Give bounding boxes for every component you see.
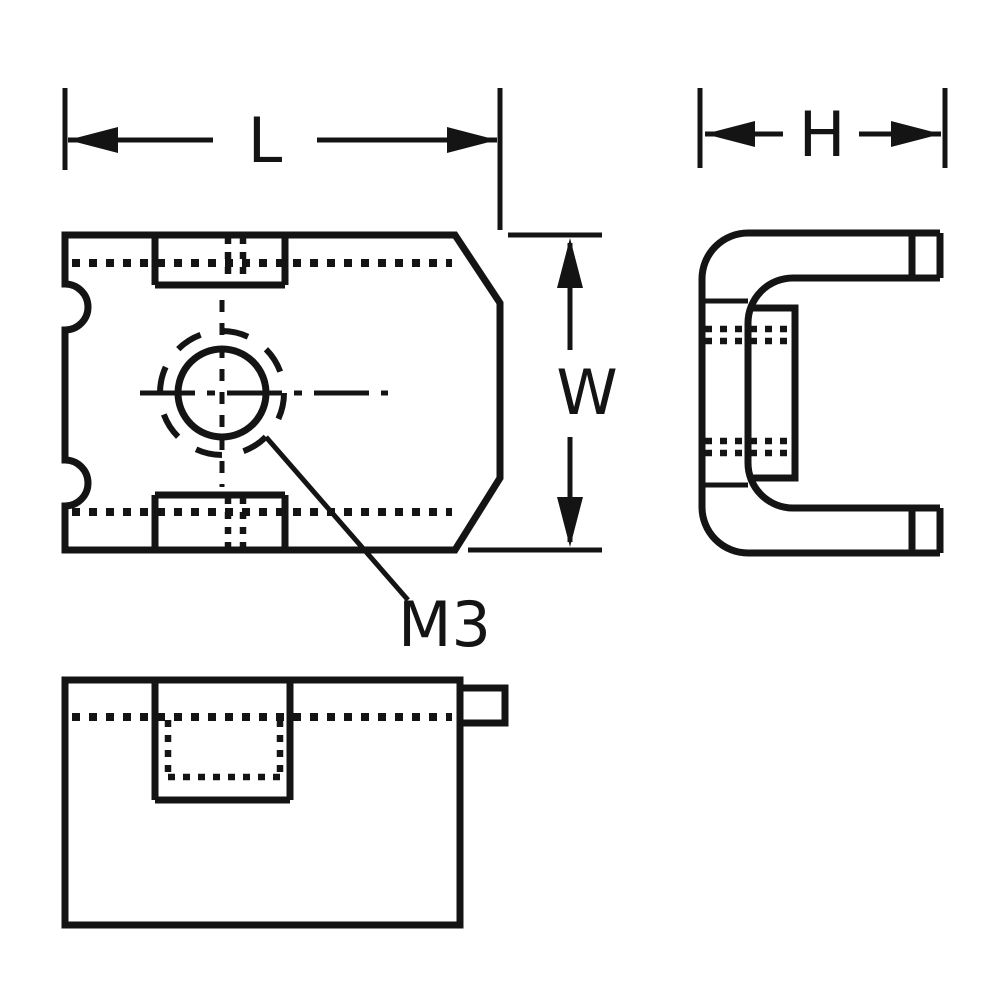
side-outer-contour — [698, 229, 940, 557]
thread-dashed-circle — [157, 328, 287, 458]
dimension-height-label: H — [799, 98, 846, 171]
dimension-width: W — [468, 232, 618, 553]
side-view — [698, 229, 944, 557]
thread-callout: M3 — [264, 435, 491, 661]
length-extension-lines — [62, 88, 503, 230]
top-view-outline — [61, 231, 504, 554]
side-nut-plate — [748, 304, 799, 482]
arrow-right-icon — [447, 127, 497, 153]
dimension-height: H — [697, 88, 948, 171]
arrow-left-icon — [705, 121, 755, 147]
front-center-tab — [151, 680, 294, 804]
arrow-left-icon — [68, 127, 118, 153]
front-center-tab-hidden-edges — [164, 720, 284, 781]
bottom-tab-hidden-edges — [224, 497, 247, 548]
top-view — [61, 231, 504, 554]
bottom-tab — [151, 491, 289, 550]
arrow-down-icon — [557, 497, 583, 547]
side-inner-contour — [744, 274, 940, 512]
height-extension-lines — [697, 88, 948, 168]
arrow-up-icon — [557, 238, 583, 288]
thread-label: M3 — [398, 588, 491, 661]
side-fold-lines — [704, 298, 748, 488]
leader-line — [264, 435, 410, 602]
dimension-length-label: L — [248, 104, 283, 177]
front-right-tab — [460, 684, 509, 727]
front-view — [61, 676, 509, 929]
width-extension-lines — [468, 232, 602, 553]
dimension-length: L — [62, 88, 503, 230]
top-tab — [151, 235, 289, 289]
dimension-width-label: W — [556, 356, 617, 429]
arrow-right-icon — [891, 121, 941, 147]
front-outline — [61, 676, 464, 929]
